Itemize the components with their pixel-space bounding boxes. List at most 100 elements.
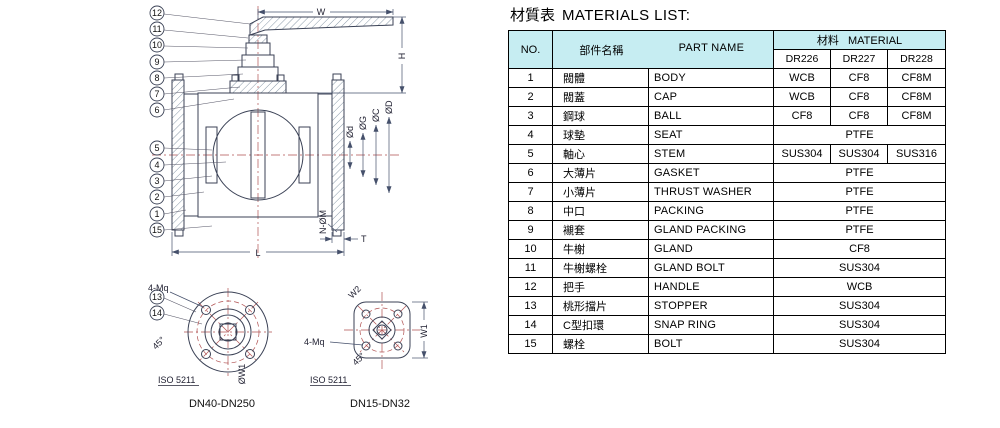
material-value: PTFE [773,201,947,221]
stem-square [219,323,237,341]
col-header-grade-3: DR228 [887,49,947,69]
label-w2: W2 [346,284,363,301]
material-value: CF8M [887,87,947,107]
svg-text:7: 7 [154,89,159,99]
flange-outline [353,301,411,359]
dim-t: T [361,234,367,244]
part-name-zh: 牛榭 [552,239,649,259]
bolt-hole [245,349,255,359]
flange-view-dn15-dn32: W2 4-Mq 45° W1 ISO 5211 DN15-DN32 [304,284,429,410]
callout-2: 2 [149,189,205,205]
svg-text:10: 10 [152,40,162,50]
part-name-zh: 閥體 [552,68,649,88]
row-no: 5 [508,144,553,164]
row-no: 2 [508,87,553,107]
callout-9: 9 [149,54,247,70]
svg-text:11: 11 [152,24,161,34]
material-value: SUS316 [887,144,947,164]
part-name-zh: 大薄片 [552,163,649,183]
svg-text:14: 14 [152,308,162,318]
row-no: 13 [508,296,553,316]
callout-12: 12 [149,5,251,25]
bolt-circle [196,300,260,364]
table-title-zh: 材質表 [510,7,556,24]
centerlines [344,292,420,372]
material-value: SUS304 [773,144,832,164]
material-value: SUS304 [773,296,947,316]
valve-body [197,92,319,218]
svg-text:1: 1 [154,209,159,219]
header-row-1: NO. 部件名稱 PART NAME 材料 MATERIAL [508,30,947,69]
part-name-en: CAP [647,87,775,107]
part-name-zh: 襯套 [552,220,649,240]
row-no: 12 [508,277,553,297]
callouts: 12 11 10 9 8 [149,5,251,325]
label-iso-right: ISO 5211 [310,375,347,385]
col-header-no: NO. [508,30,553,69]
svg-text:12: 12 [152,8,162,18]
part-name-en: THRUST WASHER [647,182,775,202]
svg-text:9: 9 [154,57,159,67]
part-name-en: GLAND PACKING [647,220,775,240]
row-no: 6 [508,163,553,183]
col-header-material-zh: 材料 [816,35,839,47]
part-name-zh: 把手 [552,277,649,297]
label-bolts-right: 4-Mq [304,337,325,347]
bolt-hole [393,309,403,319]
dim-d-c: ØC [371,108,381,122]
seat-left [205,126,218,184]
part-name-en: BODY [647,68,775,88]
part-name-en: PACKING [647,201,775,221]
callout-13: 13 [149,289,197,313]
stem-square [372,320,392,340]
label-bolts-left: 4-Mq [148,283,169,293]
label-bolt-circle-dia: ØW1 [237,364,247,385]
callout-11: 11 [149,21,249,39]
callout-1: 1 [149,206,187,222]
w1-dimension [329,301,428,359]
material-value: PTFE [773,220,947,240]
callout-4: 4 [149,157,227,173]
part-name-en: SNAP RING [647,315,775,335]
row-no: 15 [508,334,553,354]
col-header-grade-1: DR226 [773,49,832,69]
ball-bore [250,111,266,199]
part-name-en: BOLT [647,334,775,354]
label-range-left: DN40-DN250 [189,398,255,410]
dimension-lines [171,9,406,256]
right-flange [331,79,345,231]
part-name-en: GLAND [647,239,775,259]
col-header-part-name-zh: 部件名稱 [579,44,624,57]
label-range-right: DN15-DN32 [350,398,410,410]
bolt-hole [201,349,211,359]
callout-14: 14 [149,305,203,325]
callout-15: 15 [149,222,213,238]
bolt-hole [201,305,211,315]
row-no: 14 [508,315,553,335]
dim-n-m: N-ØM [318,210,328,234]
material-value: PTFE [773,125,947,145]
material-value: CF8 [830,68,889,88]
col-header-material-en: MATERIAL [847,35,903,47]
valve-technical-drawing: W H Ød ØG ØC ØD L T N-ØM 12 11 [148,5,429,410]
row-no: 4 [508,125,553,145]
materials-table: NO. 部件名稱 PART NAME 材料 MATERIAL DR226 DR2 [508,30,947,354]
svg-text:2: 2 [154,192,159,202]
dim-d-small: Ød [345,126,355,138]
label-angle-left: 45° [150,334,167,351]
part-name-en: STEM [647,144,775,164]
material-value: CF8 [773,106,832,126]
label-w1: W1 [419,324,429,338]
material-value: PTFE [773,163,947,183]
